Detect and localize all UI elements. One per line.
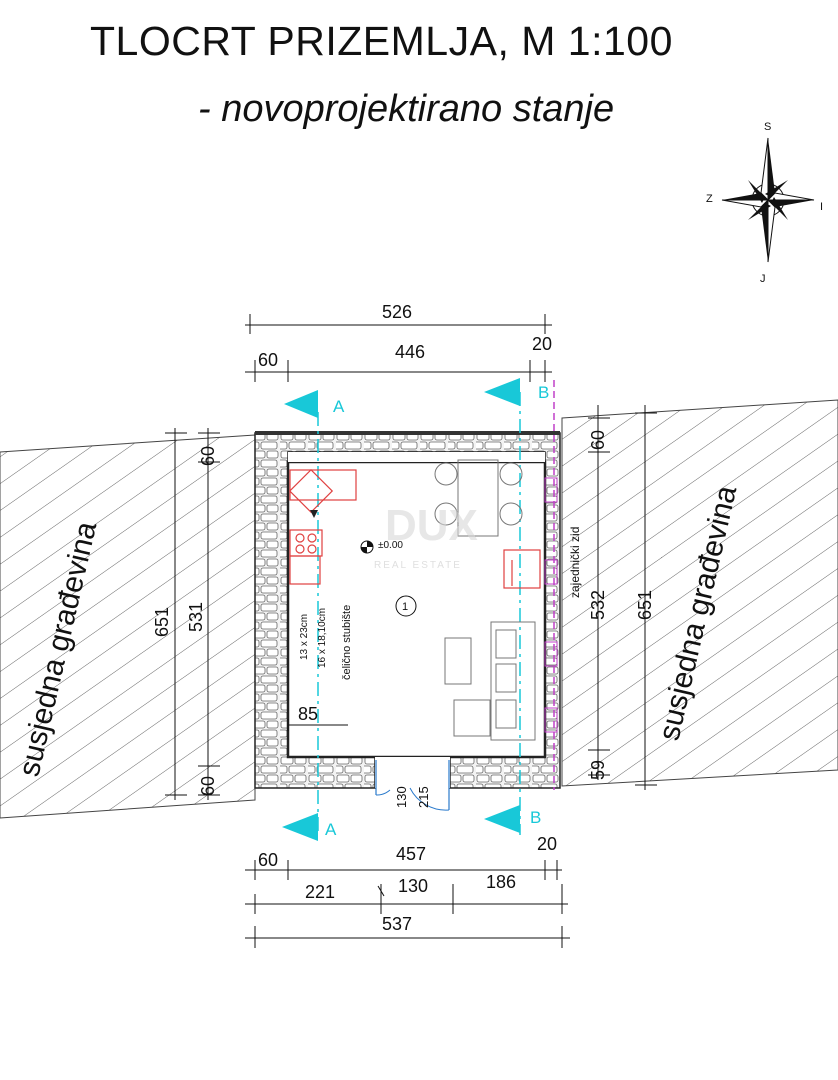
dim-top-inner: 446 (395, 342, 425, 362)
dim-left-inner: 531 (186, 602, 206, 632)
section-arrow-a-top (284, 390, 318, 418)
stairs-label: čelično stubište (341, 605, 353, 680)
section-lines (317, 392, 521, 835)
section-arrow-b-bottom (484, 805, 520, 833)
stair-arrow-icon (310, 510, 318, 518)
dim-chain-bottom (245, 860, 570, 948)
shared-wall-openings (544, 477, 558, 733)
section-label-a-bottom: A (325, 820, 337, 839)
entrance-door (375, 757, 450, 811)
compass-south: J (760, 273, 766, 285)
dim-chain-right (588, 405, 657, 790)
stairs-dims-2: 16 x 18,10cm (317, 608, 328, 668)
dim-right-top: 60 (588, 430, 608, 450)
stairs-dims-1: 13 x 23cm (299, 614, 310, 660)
neighbor-left-hatch (0, 434, 256, 819)
dim-top-right: 20 (532, 334, 552, 354)
dim-bottom-seg1: 221 (305, 882, 335, 902)
dim-bottom-total: 537 (382, 914, 412, 934)
dim-bottom-right: 20 (537, 834, 557, 854)
dim-stair-offset (287, 719, 348, 731)
dim-right-total: 651 (635, 590, 655, 620)
section-arrow-a-bottom (282, 813, 318, 841)
dim-stair-offset-label: 85 (298, 704, 318, 724)
shared-wall-label: zajednički zid (568, 527, 582, 598)
level-label: ±0.00 (378, 540, 403, 551)
dim-left-total: 651 (152, 607, 172, 637)
furniture (434, 459, 536, 741)
section-arrow-b-top (484, 378, 520, 406)
watermark-logo: DUX REAL ESTATE (374, 501, 478, 571)
dim-left-top: 60 (198, 446, 218, 466)
dim-door-height: 215 (416, 786, 431, 808)
dim-bottom-wall: 60 (258, 850, 278, 870)
section-label-a-top: A (333, 397, 345, 416)
dim-bottom-inner: 457 (396, 844, 426, 864)
kitchen-stairs (288, 468, 541, 589)
dim-right-inner: 532 (588, 590, 608, 620)
section-label-b-bottom: B (530, 808, 541, 827)
compass-rose-icon (721, 137, 815, 263)
compass-north: S (764, 121, 771, 133)
neighbor-right-hatch (561, 399, 838, 787)
svg-text:DUX: DUX (385, 501, 478, 550)
dim-bottom-seg3: 186 (486, 872, 516, 892)
dim-door-width: 130 (394, 786, 409, 808)
compass-west: Z (706, 193, 713, 205)
level-marker-icon (360, 540, 374, 554)
room-number: 1 (402, 601, 408, 613)
dim-right-bottom: 59 (588, 760, 608, 780)
dim-left-bottom: 60 (198, 776, 218, 796)
page-title: TLOCRT PRIZEMLJA, M 1:100 (90, 18, 673, 64)
svg-text:REAL ESTATE: REAL ESTATE (374, 560, 462, 571)
dim-top-wall: 60 (258, 350, 278, 370)
dim-top-total: 526 (382, 302, 412, 322)
page-subtitle: - novoprojektirano stanje (198, 88, 615, 130)
building-walls (254, 431, 561, 789)
dim-chain-left (165, 428, 220, 800)
section-label-b-top: B (538, 383, 549, 402)
dim-chain-top (245, 314, 552, 382)
room-number-circle (395, 595, 417, 617)
dim-bottom-seg2: 130 (398, 876, 428, 896)
compass-east: I (820, 201, 823, 213)
